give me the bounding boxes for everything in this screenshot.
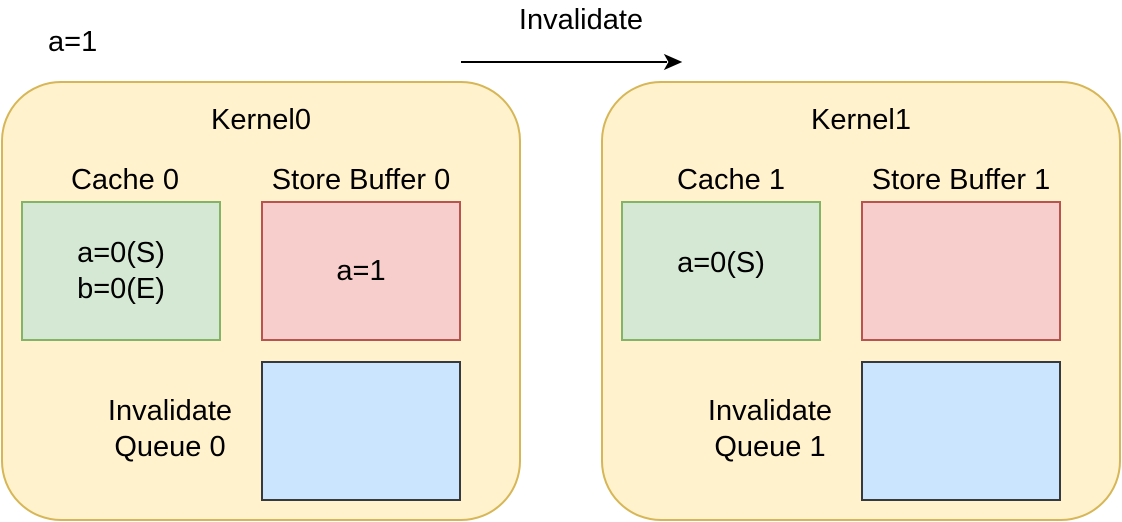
invalidate-queue-0-label-line: Queue 0 [114,431,226,463]
invalidate-queue-0-label-line: Invalidate [107,395,233,427]
cache-0-line: a=0(S) [77,237,165,269]
cache-1-line: a=0(S) [677,247,765,279]
store-buffer-0-box: a=1 [261,201,461,341]
invalidate-queue-0-label: Invalidate Queue 0 [70,393,270,465]
store-buffer-0-label: Store Buffer 0 [271,164,451,196]
invalidate-queue-0-box [261,361,461,501]
store-buffer-0-entry: a=1 [336,255,386,287]
cache-0-label: Cache 0 [70,164,179,196]
invalidate-arrow-label: Invalidate [518,4,644,36]
invalidate-queue-1-label: Invalidate Queue 1 [670,393,870,465]
invalidate-arrow [461,53,683,71]
store-buffer-1-label: Store Buffer 1 [871,164,1051,196]
store-buffer-1-box [861,201,1061,341]
invalidate-queue-1-label-line: Queue 1 [714,431,826,463]
invalidate-queue-1-box [861,361,1061,501]
cache-1-label: Cache 1 [676,164,785,196]
assignment-label: a=1 [48,26,98,58]
kernel-1-title: Kernel1 [811,104,911,136]
kernel-0-title: Kernel0 [211,104,311,136]
cache-1-box: a=0(S) [621,201,821,341]
cache-0-line: b=0(E) [77,273,165,305]
cache-0-box: a=0(S) b=0(E) [21,201,221,341]
invalidate-queue-1-label-line: Invalidate [707,395,833,427]
